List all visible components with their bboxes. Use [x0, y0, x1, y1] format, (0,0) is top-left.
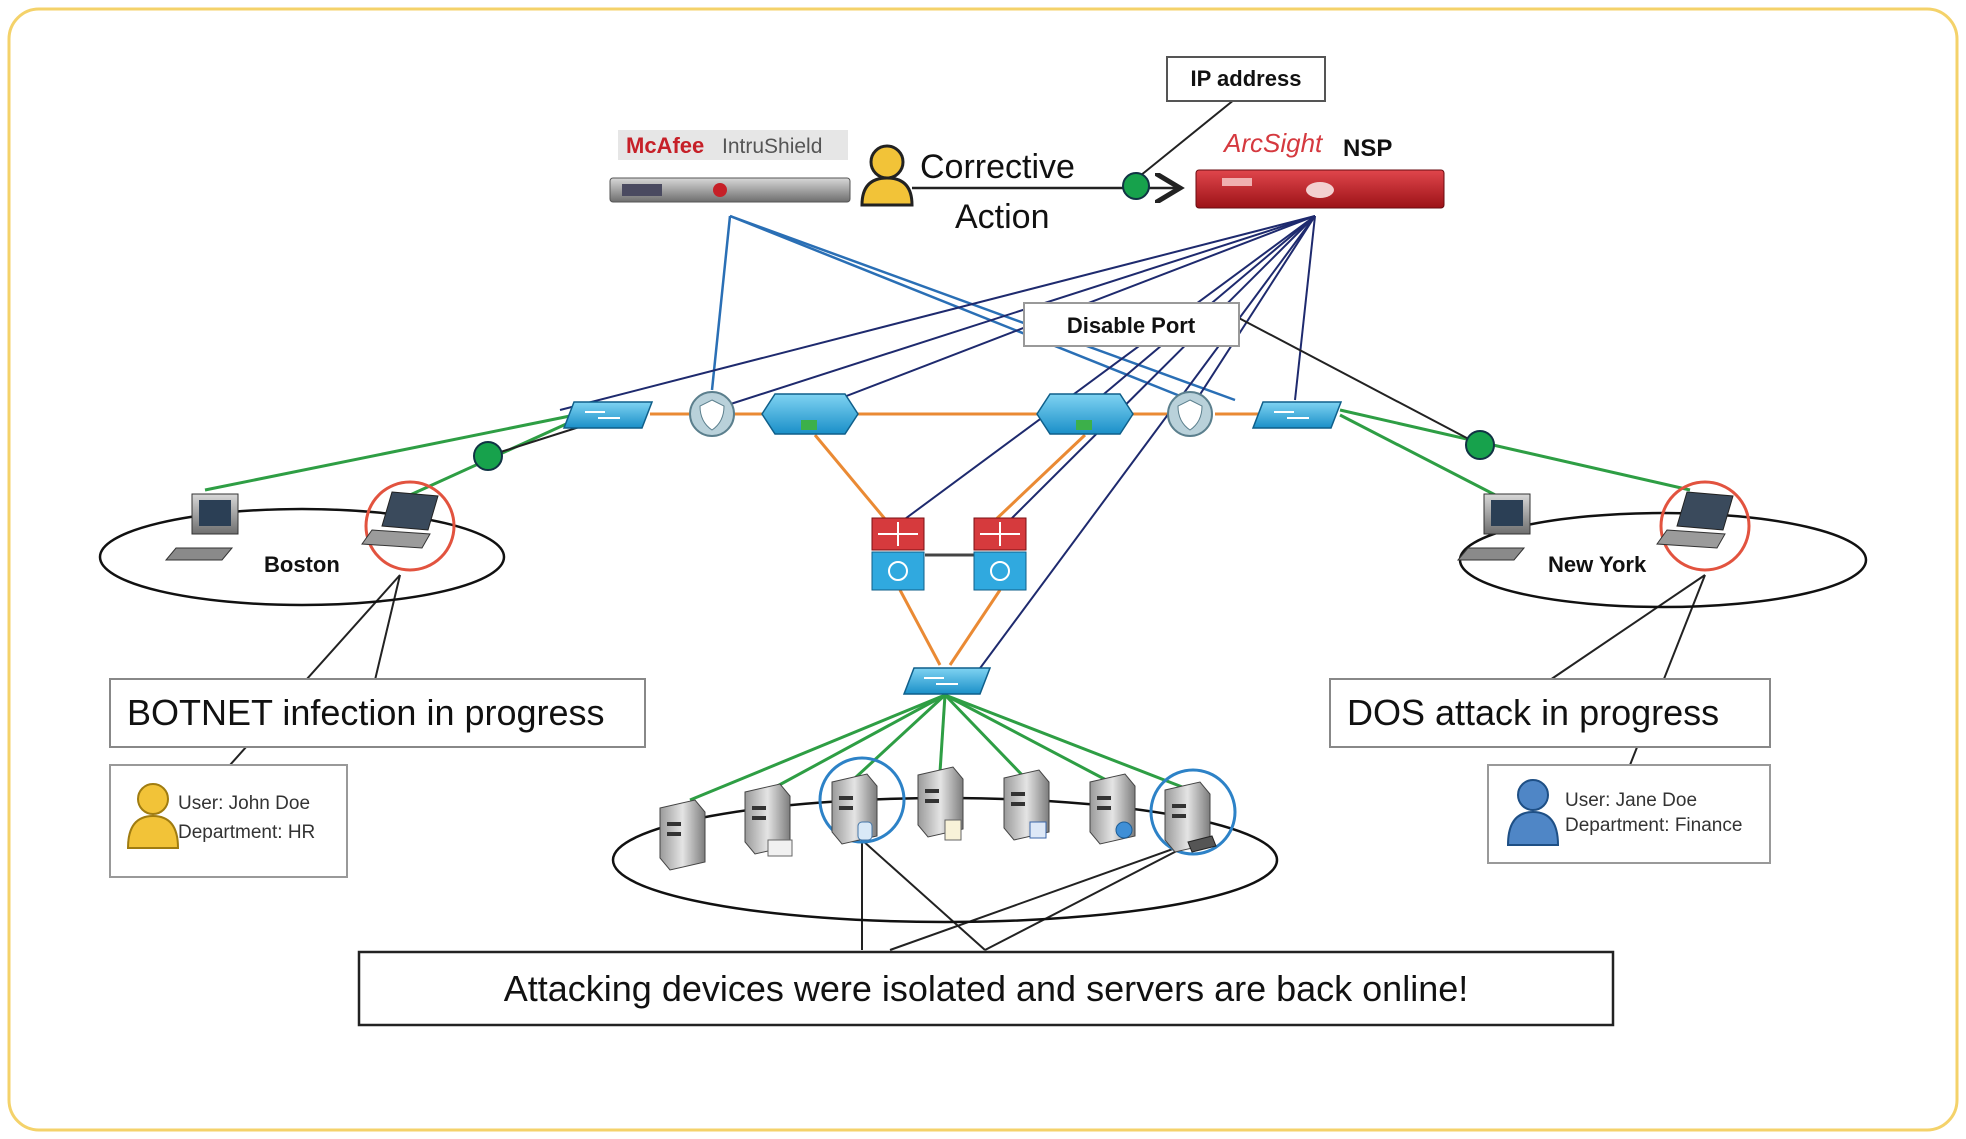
- server-4: [917, 766, 964, 841]
- arcsight-nsp: ArcSight NSP: [1195, 128, 1445, 209]
- isolation-label: Attacking devices were isolated and serv…: [504, 968, 1469, 1009]
- distribution-switch-right: [973, 517, 1027, 591]
- nsp-label: NSP: [1343, 135, 1392, 162]
- user-name-left: User: John Doe: [178, 793, 310, 814]
- server-7: [1164, 781, 1217, 853]
- arcsight-brand: ArcSight: [1222, 128, 1324, 158]
- distribution-switch-left: [871, 517, 925, 591]
- edge-switch-right: [1251, 401, 1343, 429]
- attacker-laptop-highlight: [1659, 480, 1751, 572]
- laptop-icon-new-york: [1656, 491, 1734, 549]
- new-york-label: New York: [1548, 552, 1647, 577]
- laptop-icon-boston: [361, 491, 439, 549]
- compromised-server-highlight-right: [1149, 768, 1237, 856]
- link-node-left: [473, 441, 503, 471]
- server-1: [659, 799, 706, 871]
- server-6: [1089, 773, 1136, 845]
- corrective-label-line1: Corrective: [920, 148, 1075, 186]
- user-dept-left: Department: HR: [178, 822, 315, 843]
- firewall-shield-right: [1167, 391, 1213, 437]
- user-icon-yellow: [137, 783, 169, 815]
- server-2: [744, 783, 793, 857]
- dos-label: DOS attack in progress: [1347, 692, 1719, 733]
- boston-label: Boston: [264, 552, 340, 577]
- mcafee-brand: McAfee: [626, 133, 704, 158]
- black-links: [229, 94, 1706, 951]
- botnet-label: BOTNET infection in progress: [127, 692, 605, 733]
- admin-user-icon: [869, 144, 905, 180]
- corrective-node: [1122, 172, 1150, 200]
- corrective-label-line2: Action: [955, 198, 1050, 236]
- user-card-left: User: John Doe Department: HR: [109, 764, 348, 878]
- user-card-right: User: Jane Doe Department: Finance: [1487, 764, 1771, 864]
- infected-laptop-highlight: [364, 480, 456, 572]
- boston-site-ellipse: [98, 507, 506, 607]
- botnet-callout: BOTNET infection in progress: [109, 678, 646, 748]
- desktop-icon-boston: [164, 493, 239, 561]
- user-name-right: User: Jane Doe: [1565, 790, 1697, 811]
- edge-switch-left: [562, 401, 654, 429]
- dos-callout: DOS attack in progress: [1329, 678, 1771, 748]
- ip-address-box: IP address: [1166, 56, 1326, 102]
- corrective-admin: [860, 144, 914, 207]
- firewall-shield-left: [689, 391, 735, 437]
- core-router-right: [1036, 393, 1134, 435]
- compromised-server-highlight-left: [818, 756, 906, 844]
- access-switch: [902, 667, 992, 695]
- ip-address-label: IP address: [1191, 66, 1302, 91]
- user-icon-blue: [1517, 779, 1549, 811]
- core-router-left: [761, 393, 859, 435]
- user-dept-right: Department: Finance: [1565, 815, 1742, 836]
- desktop-icon-new-york: [1456, 493, 1531, 561]
- intrushield-label: IntruShield: [722, 135, 822, 158]
- server-5: [1003, 769, 1050, 841]
- server-3: [831, 773, 878, 845]
- disable-port-label: Disable Port: [1067, 313, 1196, 338]
- green-links: [204, 408, 1691, 802]
- mcafee-intrushield: McAfee IntruShield: [609, 130, 851, 203]
- isolation-callout: Attacking devices were isolated and serv…: [357, 950, 1615, 1027]
- link-node-right: [1465, 430, 1495, 460]
- ips-appliance: [609, 177, 851, 203]
- disable-port-box: Disable Port: [1023, 302, 1240, 347]
